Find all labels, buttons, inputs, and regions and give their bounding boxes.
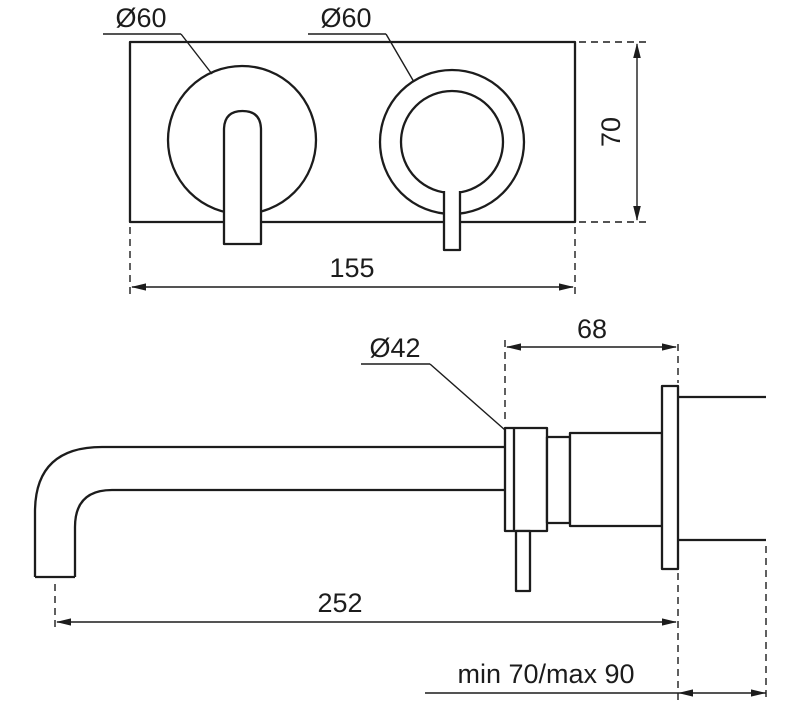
wall-flange bbox=[660, 384, 680, 571]
mixer-body-cylinder bbox=[503, 426, 549, 533]
arrowhead bbox=[131, 283, 146, 291]
right-handle-inner-circle bbox=[399, 89, 505, 195]
leader-line bbox=[180, 33, 213, 75]
arrowhead bbox=[56, 618, 71, 626]
mixer-body-neck bbox=[545, 435, 572, 525]
arrowhead bbox=[506, 343, 521, 351]
dim-label-plate-width: 155 bbox=[329, 253, 374, 283]
dim-body-diameter: Ø42 bbox=[361, 333, 506, 431]
dim-label-spout-reach: 252 bbox=[317, 588, 362, 618]
arrowhead bbox=[559, 283, 574, 291]
arrowhead bbox=[662, 343, 677, 351]
spout-inner-edge bbox=[73, 488, 505, 577]
side-lever-handle bbox=[514, 529, 532, 593]
left-handle-lever bbox=[222, 109, 263, 246]
dim-spout-reach: 252 bbox=[54, 573, 679, 701]
dim-right-handle-diameter: Ø60 bbox=[308, 3, 415, 83]
dim-plate-height: 70 bbox=[579, 41, 650, 223]
dim-label-body-length: 68 bbox=[577, 314, 607, 344]
dim-label-body-diameter: Ø42 bbox=[369, 333, 420, 363]
dim-install-depth: min 70/max 90 bbox=[425, 546, 767, 701]
dim-body-length: 68 bbox=[504, 314, 679, 424]
leader-line bbox=[429, 363, 506, 431]
spout-outer-edge bbox=[33, 445, 505, 577]
dim-left-handle-diameter: Ø60 bbox=[103, 3, 213, 75]
right-handle-stub bbox=[442, 191, 462, 252]
dim-label-left-diameter: Ø60 bbox=[115, 3, 166, 33]
wall-plate bbox=[128, 40, 577, 224]
mixer-body-rear-section bbox=[568, 431, 664, 528]
dim-label-install-depth: min 70/max 90 bbox=[457, 659, 634, 689]
arrowhead bbox=[662, 618, 677, 626]
front-view bbox=[128, 40, 577, 252]
dim-plate-width: 155 bbox=[129, 227, 576, 299]
leader-line bbox=[385, 33, 415, 83]
arrowhead bbox=[751, 689, 766, 697]
side-view bbox=[33, 384, 766, 593]
arrowhead bbox=[633, 43, 641, 58]
arrowhead bbox=[678, 689, 693, 697]
dim-label-plate-height: 70 bbox=[596, 117, 626, 147]
arrowhead bbox=[633, 206, 641, 221]
dim-label-right-diameter: Ø60 bbox=[320, 3, 371, 33]
